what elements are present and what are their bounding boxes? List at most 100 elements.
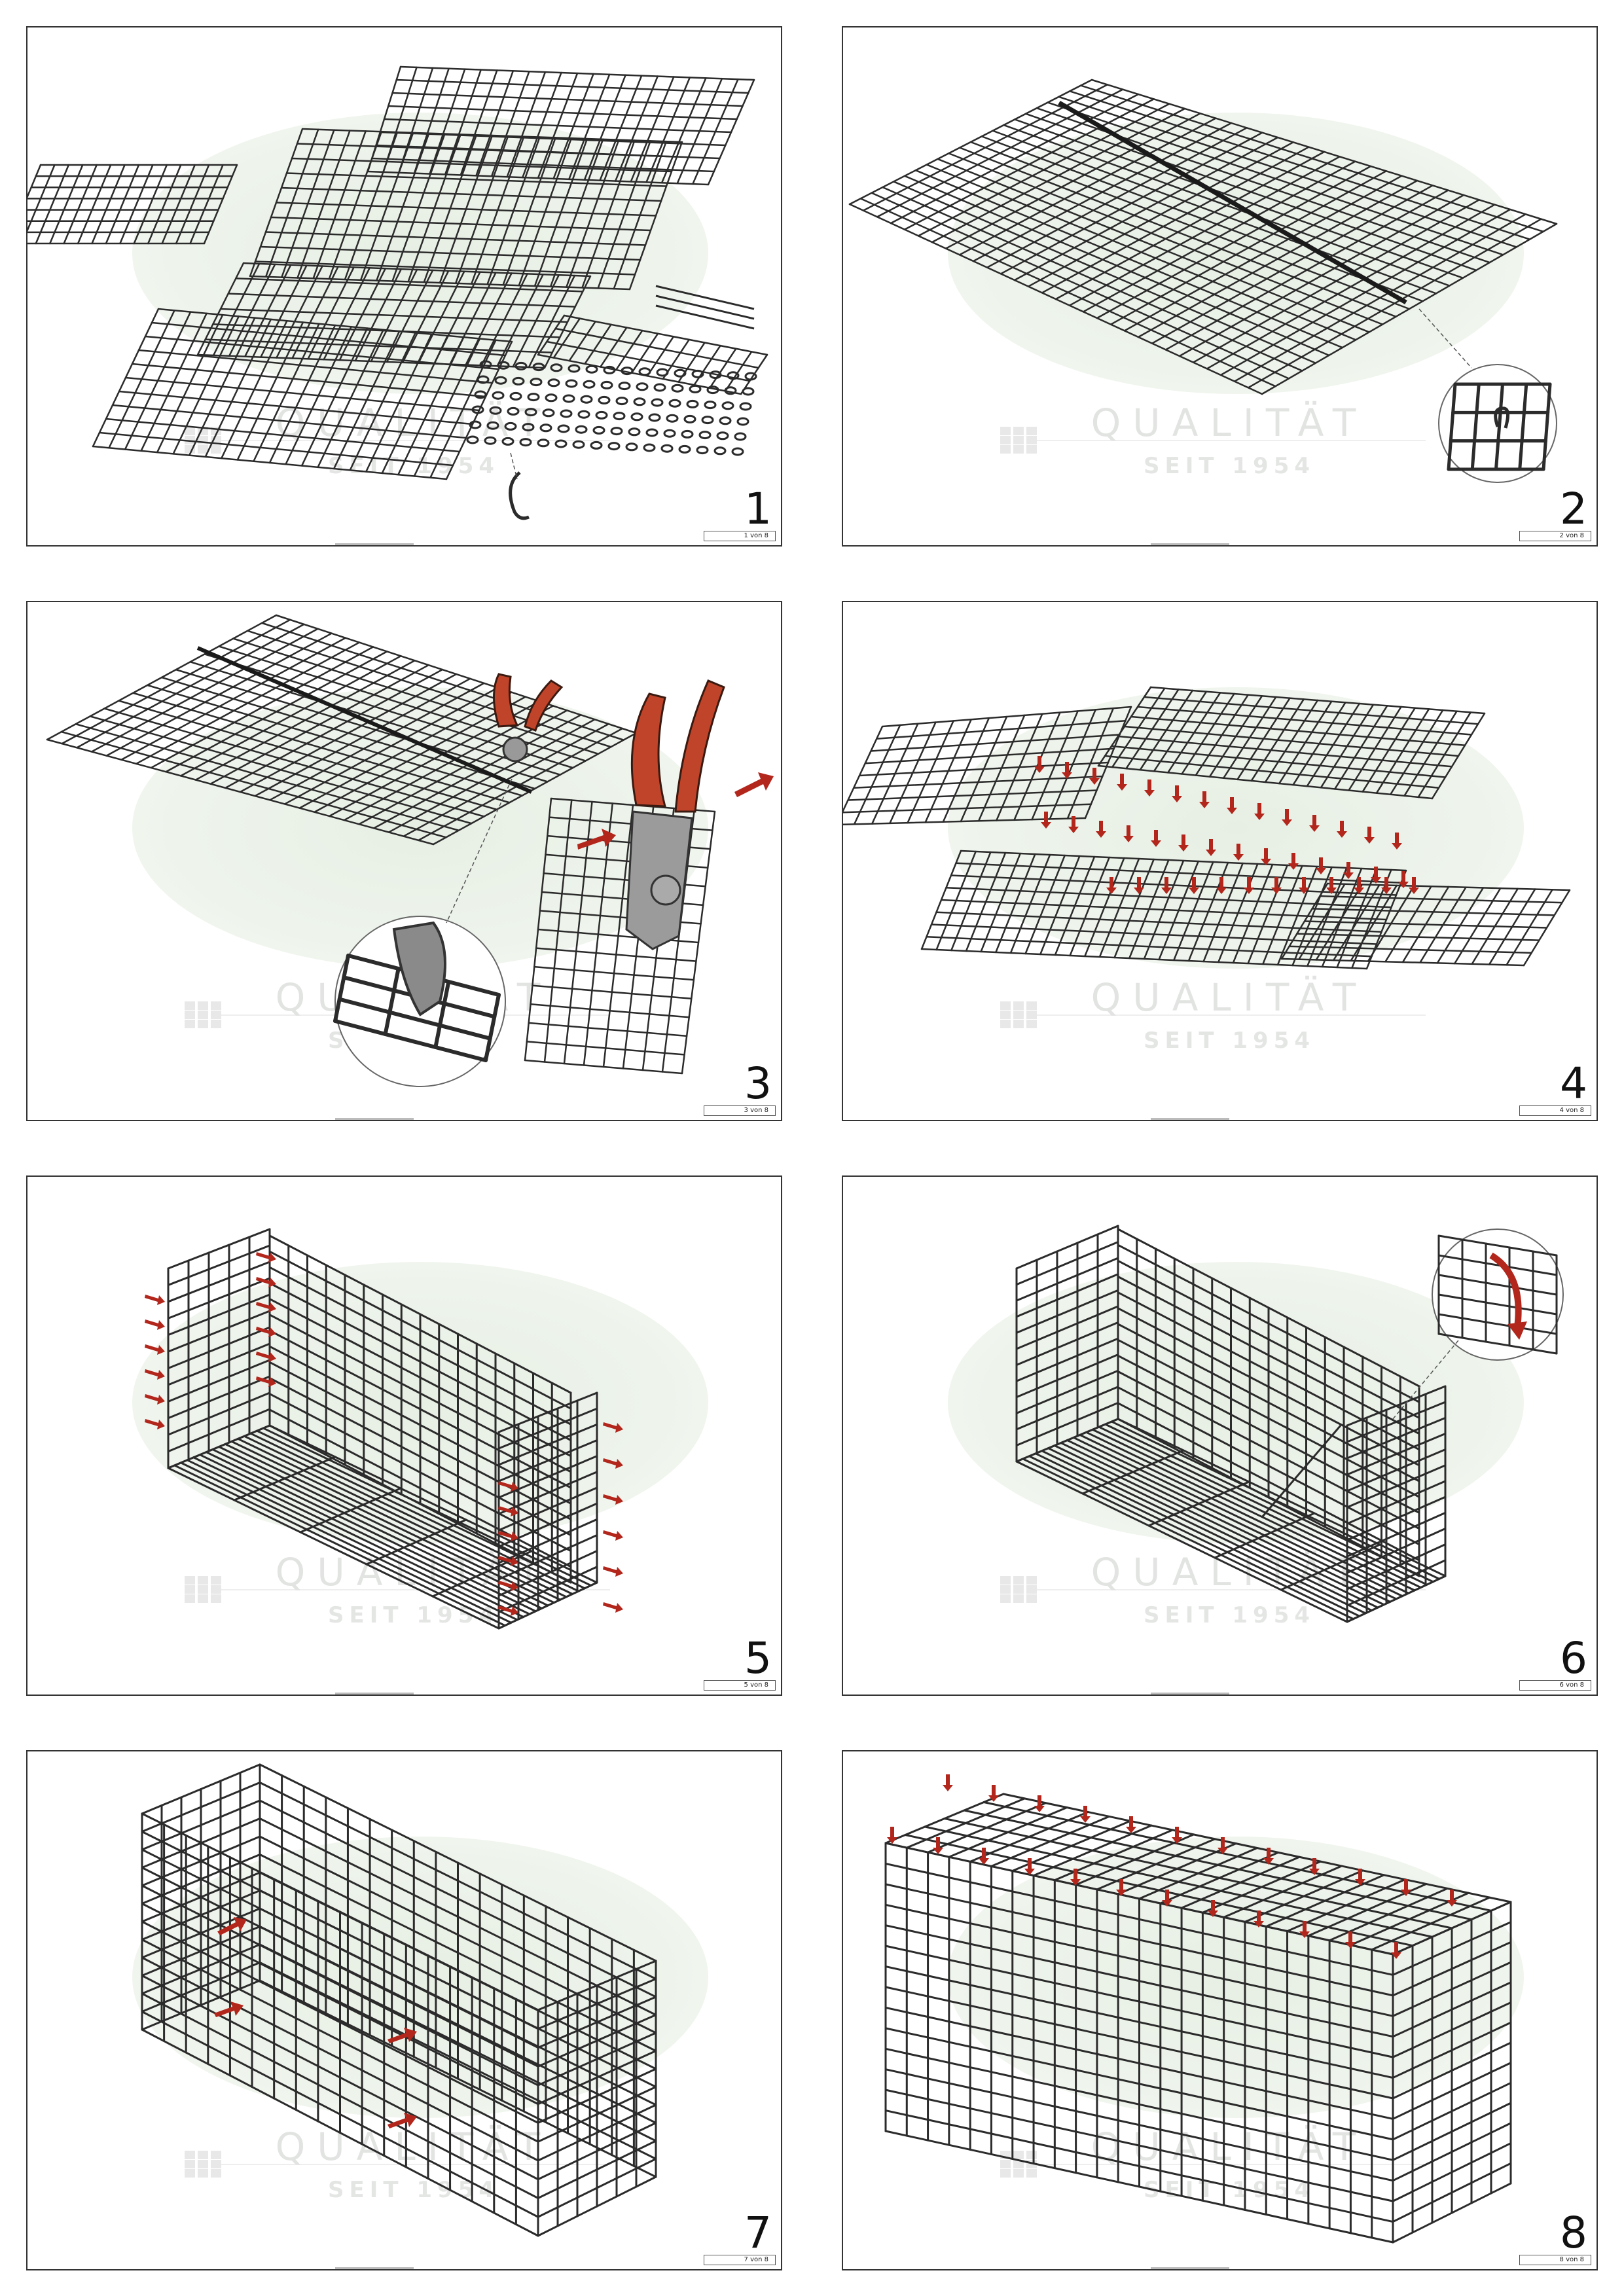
brace-arrows (214, 1917, 417, 2128)
panel-illustration (141, 1763, 657, 2237)
arrow-head-icon (1507, 1321, 1527, 1340)
clip-arrows (1034, 756, 1402, 850)
watermark-rule (204, 2164, 610, 2165)
step-number: 1 (744, 484, 772, 534)
clip-arrows (1041, 812, 1409, 888)
step-number: 3 (744, 1058, 772, 1109)
divider (1151, 1693, 1229, 1695)
lid-clip-arrows (943, 1774, 1457, 1907)
clip-arrows (498, 1481, 518, 1616)
divider (1151, 2267, 1229, 2269)
step-number: 2 (1560, 484, 1587, 534)
step-number: 4 (1560, 1058, 1587, 1109)
gabion-back-wall (1117, 1228, 1420, 1577)
panel-illustration (1015, 1225, 1564, 1623)
watermark-rule (1020, 1589, 1426, 1590)
leader-line (1418, 308, 1472, 368)
mesh-panel (92, 308, 513, 480)
page-indicator: 6 von 8 (1519, 1680, 1591, 1691)
page-indicator: 4 von 8 (1519, 1105, 1591, 1116)
watermark-flag-icon (185, 1001, 221, 1028)
step-number: 5 (744, 1633, 772, 1683)
watermark-title: QUALITÄT (1091, 975, 1368, 1020)
page-indicator: 3 von 8 (704, 1105, 776, 1116)
watermark-flag-icon (185, 1576, 221, 1603)
gabion-base (167, 1424, 598, 1630)
panel-step-4: QUALITÄT SEIT 1954 4 von 8 4 (842, 601, 1598, 1121)
panel-illustration (145, 1228, 623, 1630)
panel-step-5: QUALITÄT SEIT 1954 5 von 8 5 (26, 1175, 782, 1696)
leader-line (1392, 1340, 1459, 1420)
clip-arrows (1106, 877, 1419, 894)
spiral-rod (1261, 1425, 1342, 1518)
panel-illustration (848, 79, 1558, 483)
leader-line (446, 778, 513, 924)
mesh-panel (249, 128, 683, 291)
arrow-icon (577, 772, 774, 850)
ring-clips (466, 360, 757, 456)
step-number: 7 (744, 2208, 772, 2258)
panel-step-7: QUALITÄT SEIT 1954 7 von 8 7 (26, 1750, 782, 2270)
spiral-rods (655, 285, 755, 330)
watermark-rule (1020, 440, 1426, 441)
watermark-rule (204, 440, 610, 441)
watermark-subtitle: SEIT 1954 (1143, 1602, 1316, 1628)
watermark-subtitle: SEIT 1954 (1143, 1028, 1316, 1054)
detail-mesh (1437, 1234, 1558, 1355)
panel-step-1: QUALITÄT SEIT 1954 1 von 8 1 (26, 26, 782, 547)
step-number: 6 (1560, 1633, 1587, 1683)
watermark-flag-icon (1000, 427, 1037, 454)
panel-illustration (884, 1774, 1512, 2244)
watermark-subtitle: SEIT 1954 (1143, 453, 1316, 479)
gabion-front-wall (884, 1842, 1394, 2244)
divider (1151, 1118, 1229, 1120)
gabion-right-wall (1346, 1385, 1447, 1623)
mesh-panel (848, 79, 1558, 395)
c-clip-icon (509, 471, 530, 520)
step-number: 8 (1560, 2208, 1587, 2258)
panel-step-6: QUALITÄT SEIT 1954 6 von 8 6 (842, 1175, 1598, 1696)
mesh-panel (537, 314, 768, 395)
watermark-rule (1020, 1014, 1426, 1016)
watermark-title: QUALITÄT (1091, 401, 1368, 445)
mesh-panel (1097, 686, 1486, 800)
watermark-subtitle: SEIT 1954 (1143, 2177, 1316, 2203)
mesh-panel (1280, 882, 1571, 967)
divider (335, 1693, 414, 1695)
panel-step-3: QUALITÄT SEIT 1954 3 von 8 3 (26, 601, 782, 1121)
panel-illustration (843, 686, 1571, 970)
page-indicator: 1 von 8 (704, 531, 776, 541)
detail-mesh (1447, 382, 1552, 471)
watermark-flag-icon (185, 2151, 221, 2178)
gabion-base (1015, 1418, 1447, 1623)
mesh-panel (27, 164, 238, 245)
gabion-lid (884, 1793, 1512, 1956)
divider (335, 1118, 414, 1120)
mesh-panel (843, 706, 1132, 825)
gabion-right-wall (1392, 1901, 1512, 2244)
pliers-large-icon (625, 679, 725, 950)
page-indicator: 2 von 8 (1519, 531, 1591, 541)
panel-step-2: QUALITÄT SEIT 1954 2 von 8 2 (842, 26, 1598, 547)
watermark-rule (204, 1589, 610, 1590)
watermark-flag-icon (1000, 1001, 1037, 1028)
panel-illustration (46, 614, 774, 1087)
gabion-right-wall (537, 1960, 657, 2237)
divider (1151, 543, 1229, 545)
clip-arrows (145, 1295, 165, 1429)
clip-arrows (256, 1252, 276, 1387)
page-indicator: 7 von 8 (704, 2255, 776, 2265)
watermark-flag-icon (1000, 1576, 1037, 1603)
mesh-panel (46, 614, 638, 846)
page-indicator: 5 von 8 (704, 1680, 776, 1691)
detail-magnifier (1432, 1229, 1564, 1361)
seam-line (196, 646, 533, 794)
lid-clip-arrows (887, 1827, 1401, 1959)
clip-detail-icon (1494, 406, 1509, 429)
pliers-small-icon (493, 673, 564, 762)
gabion-right-wall (497, 1391, 598, 1630)
bend-arrow-icon (1489, 1252, 1522, 1328)
panel-illustration (27, 65, 768, 520)
leader-line (510, 452, 518, 480)
crimp-tool-detail-icon (392, 921, 446, 1016)
